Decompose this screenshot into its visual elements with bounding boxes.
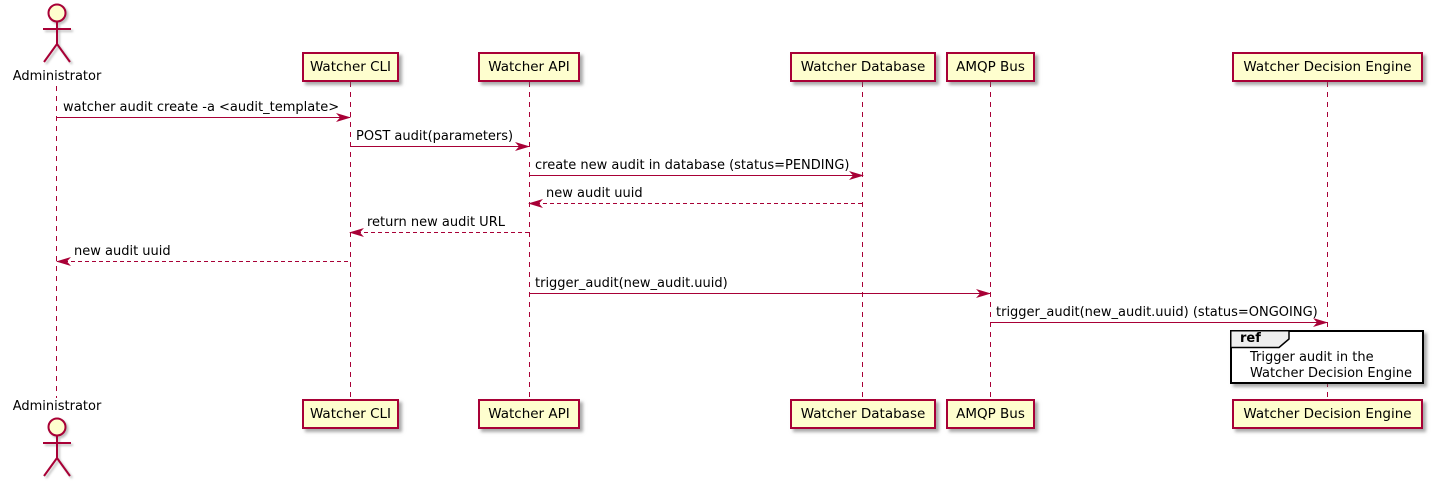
participant-label: Watcher Decision Engine [1243,406,1412,422]
participant-watcher-api-top: Watcher API [478,52,580,82]
participant-label: Watcher Database [800,406,926,422]
lifeline-amqp-bus [990,82,991,398]
message-label: trigger_audit(new_audit.uuid) [535,276,728,291]
participant-label: Watcher Database [800,59,926,75]
ref-fragment: ref Trigger audit in the Watcher Decisio… [1230,330,1424,384]
arrowhead-right-icon [1313,318,1328,327]
participant-label: Watcher Decision Engine [1243,59,1412,75]
participant-amqp-bus-bottom: AMQP Bus [946,399,1035,429]
message-new-audit-uuid-to-admin: new audit uuid [56,244,350,266]
arrowhead-left-icon [56,257,71,266]
lifeline-watcher-api [529,82,530,398]
message-label: POST audit(parameters) [356,129,514,144]
participant-watcher-database-bottom: Watcher Database [790,399,936,429]
message-line [350,146,529,147]
participant-label: Watcher CLI [309,59,392,75]
message-line [350,232,529,233]
message-trigger-audit-ongoing: trigger_audit(new_audit.uuid) (status=ON… [990,305,1328,327]
lifeline-administrator [56,86,57,398]
lifeline-watcher-database [862,82,863,398]
message-post-audit: POST audit(parameters) [350,129,530,151]
ref-tag-pentagon-icon [1230,330,1290,349]
participant-label: Watcher API [488,406,570,422]
participant-label: Watcher API [488,59,570,75]
participant-watcher-cli-top: Watcher CLI [302,52,399,82]
message-line [529,175,863,176]
participant-label: AMQP Bus [956,59,1025,75]
ref-tag: ref [1230,330,1292,349]
arrowhead-right-icon [849,171,864,180]
message-create-audit-db: create new audit in database (status=PEN… [529,158,864,180]
participant-watcher-cli-bottom: Watcher CLI [302,399,399,429]
message-new-audit-uuid-return: new audit uuid [528,186,863,208]
ref-body-line: Watcher Decision Engine [1250,366,1412,381]
message-line [990,322,1327,323]
message-label: new audit uuid [74,244,171,259]
participant-amqp-bus-top: AMQP Bus [946,52,1035,82]
lifeline-watcher-cli [350,82,351,398]
message-return-audit-url: return new audit URL [349,215,529,237]
participant-label: Watcher CLI [309,406,392,422]
arrowhead-left-icon [349,228,364,237]
administrator-label-bottom: Administrator [12,399,102,414]
administrator-label-top: Administrator [12,69,102,84]
ref-body: Trigger audit in the Watcher Decision En… [1250,350,1412,382]
message-label: trigger_audit(new_audit.uuid) (status=ON… [996,305,1318,320]
participant-watcher-database-top: Watcher Database [790,52,936,82]
participant-watcher-decision-engine-bottom: Watcher Decision Engine [1232,399,1423,429]
participant-watcher-decision-engine-top: Watcher Decision Engine [1232,52,1423,82]
arrowhead-right-icon [976,289,991,298]
message-label: create new audit in database (status=PEN… [535,158,850,173]
message-line [57,117,350,118]
message-label: new audit uuid [546,186,643,201]
arrowhead-left-icon [528,199,543,208]
message-audit-create: watcher audit create -a <audit_template> [57,100,351,122]
administrator-actor-icon-bottom [43,417,71,477]
message-label: watcher audit create -a <audit_template> [63,100,340,115]
message-line [57,261,350,262]
lifeline-watcher-decision-engine [1327,82,1328,398]
message-line [529,203,863,204]
ref-body-line: Trigger audit in the [1250,350,1374,365]
message-trigger-audit: trigger_audit(new_audit.uuid) [529,276,991,298]
participant-label: AMQP Bus [956,406,1025,422]
administrator-actor-icon [43,3,71,63]
message-line [529,293,990,294]
ref-tag-label: ref [1240,331,1261,346]
participant-watcher-api-bottom: Watcher API [478,399,580,429]
message-label: return new audit URL [367,215,505,230]
arrowhead-right-icon [336,113,351,122]
arrowhead-right-icon [515,142,530,151]
